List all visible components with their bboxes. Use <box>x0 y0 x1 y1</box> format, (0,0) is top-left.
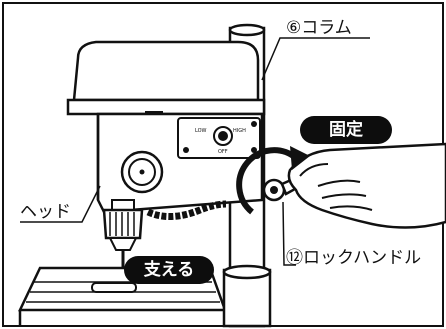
hand <box>289 144 446 228</box>
head-label: ヘッド <box>20 204 71 221</box>
head-body: LOW HIGH OFF <box>98 114 262 212</box>
speed-high-label: HIGH <box>233 128 246 134</box>
speed-off-label: OFF <box>218 149 228 155</box>
leader-column <box>262 38 370 80</box>
motor-cover <box>68 42 264 120</box>
speed-low-label: LOW <box>195 128 207 134</box>
lock-handle-label: ⑫ロックハンドル <box>286 250 421 267</box>
fix-badge: 固定 <box>300 116 392 144</box>
support-badge: 支える <box>124 256 214 284</box>
column-label: ⑥コラム <box>286 20 352 37</box>
